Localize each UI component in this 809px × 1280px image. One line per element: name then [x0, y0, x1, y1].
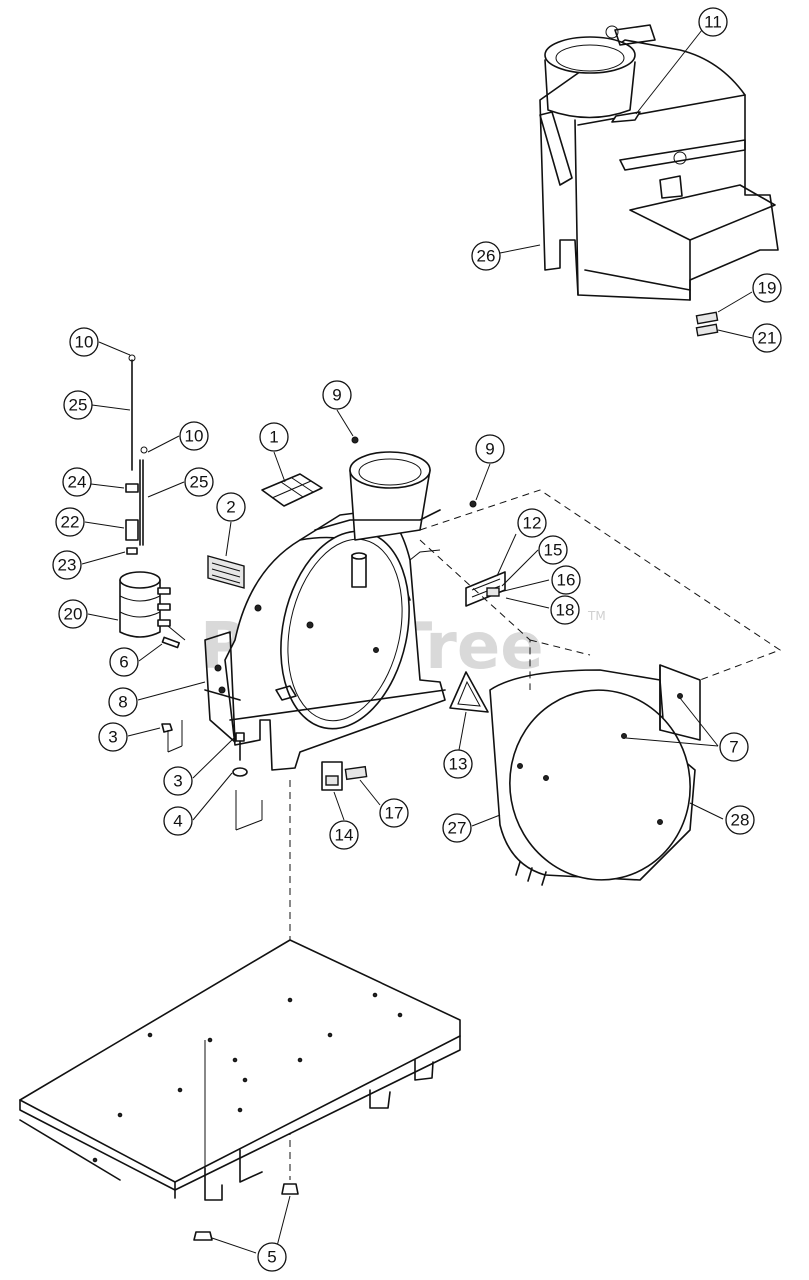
callout-27-label: 27 — [448, 819, 467, 838]
callout-24: 24 — [62, 467, 92, 497]
callout-12: 12 — [517, 508, 547, 538]
callout-3-center-label: 3 — [173, 772, 182, 791]
callout-16: 16 — [551, 565, 581, 595]
callout-16-label: 16 — [557, 571, 576, 590]
callout-23-label: 23 — [58, 556, 77, 575]
callout-12-label: 12 — [523, 514, 542, 533]
callout-13-label: 13 — [449, 755, 468, 774]
alignment-lines — [289, 489, 782, 1180]
callout-20-label: 20 — [64, 605, 83, 624]
callout-21-label: 21 — [758, 329, 777, 348]
callout-14-label: 14 — [335, 826, 354, 845]
callout-9-left-label: 9 — [332, 386, 341, 405]
callout-9-right-label: 9 — [485, 440, 494, 459]
callout-5-label: 5 — [267, 1248, 276, 1267]
callout-24-label: 24 — [68, 473, 87, 492]
callout-25-top: 25 — [63, 390, 93, 420]
callout-3-left: 3 — [98, 722, 128, 752]
callout-1: 1 — [259, 422, 289, 452]
callout-17: 17 — [379, 798, 409, 828]
fasteners-left — [161, 720, 263, 831]
callout-9-left: 9 — [322, 380, 352, 410]
small-hardware — [351, 111, 641, 508]
callout-25-top-label: 25 — [69, 396, 88, 415]
callout-11-label: 11 — [704, 13, 722, 32]
callout-27: 27 — [442, 813, 472, 843]
callout-4: 4 — [163, 806, 193, 836]
callout-6-label: 6 — [119, 653, 128, 672]
callout-26-label: 26 — [477, 247, 496, 266]
callout-21: 21 — [752, 323, 782, 353]
fan-shroud — [489, 664, 701, 886]
callout-18-label: 18 — [556, 601, 575, 620]
callout-20: 20 — [58, 599, 88, 629]
callout-10-top-label: 10 — [75, 333, 94, 352]
decals-19-21 — [695, 311, 719, 337]
assembled-blower — [539, 24, 779, 301]
callout-13: 13 — [443, 749, 473, 779]
callout-10-mid: 10 — [179, 421, 209, 451]
callout-28-label: 28 — [731, 811, 750, 830]
callout-4-label: 4 — [173, 812, 182, 831]
callout-25-mid-label: 25 — [190, 473, 209, 492]
base-plate — [19, 939, 461, 1241]
callout-23: 23 — [52, 550, 82, 580]
callout-8: 8 — [108, 687, 138, 717]
callout-10-top: 10 — [69, 327, 99, 357]
callout-5: 5 — [257, 1242, 287, 1272]
callout-19-label: 19 — [758, 279, 777, 298]
fan-housing — [204, 451, 446, 771]
callout-3-left-label: 3 — [108, 728, 117, 747]
callout-22: 22 — [55, 507, 85, 537]
callout-17-label: 17 — [385, 804, 404, 823]
callout-1-label: 1 — [269, 428, 278, 447]
callout-11: 11 — [698, 7, 728, 37]
callout-2-label: 2 — [226, 498, 235, 517]
decals-14-17 — [321, 761, 368, 791]
callout-8-label: 8 — [118, 693, 127, 712]
decals-12-18 — [465, 571, 506, 607]
callout-25-mid: 25 — [184, 467, 214, 497]
callout-22-label: 22 — [61, 513, 80, 532]
callout-15-label: 15 — [544, 541, 563, 560]
callout-28: 28 — [725, 805, 755, 835]
callout-7-label: 7 — [729, 738, 738, 757]
callout-18: 18 — [550, 595, 580, 625]
callout-3-center: 3 — [163, 766, 193, 796]
callout-15: 15 — [538, 535, 568, 565]
leader-lines — [81, 29, 753, 1254]
antenna-stack — [119, 354, 186, 649]
callout-7: 7 — [719, 732, 749, 762]
callout-14: 14 — [329, 820, 359, 850]
callout-26: 26 — [471, 241, 501, 271]
callout-9-right: 9 — [475, 434, 505, 464]
callout-2: 2 — [216, 492, 246, 522]
callout-6: 6 — [109, 647, 139, 677]
filter-screen — [261, 473, 323, 507]
callout-10-mid-label: 10 — [185, 427, 204, 446]
decal-2 — [207, 555, 245, 589]
callout-19: 19 — [752, 273, 782, 303]
warning-triangle — [449, 671, 489, 713]
watermark-tm: TM — [587, 609, 606, 623]
